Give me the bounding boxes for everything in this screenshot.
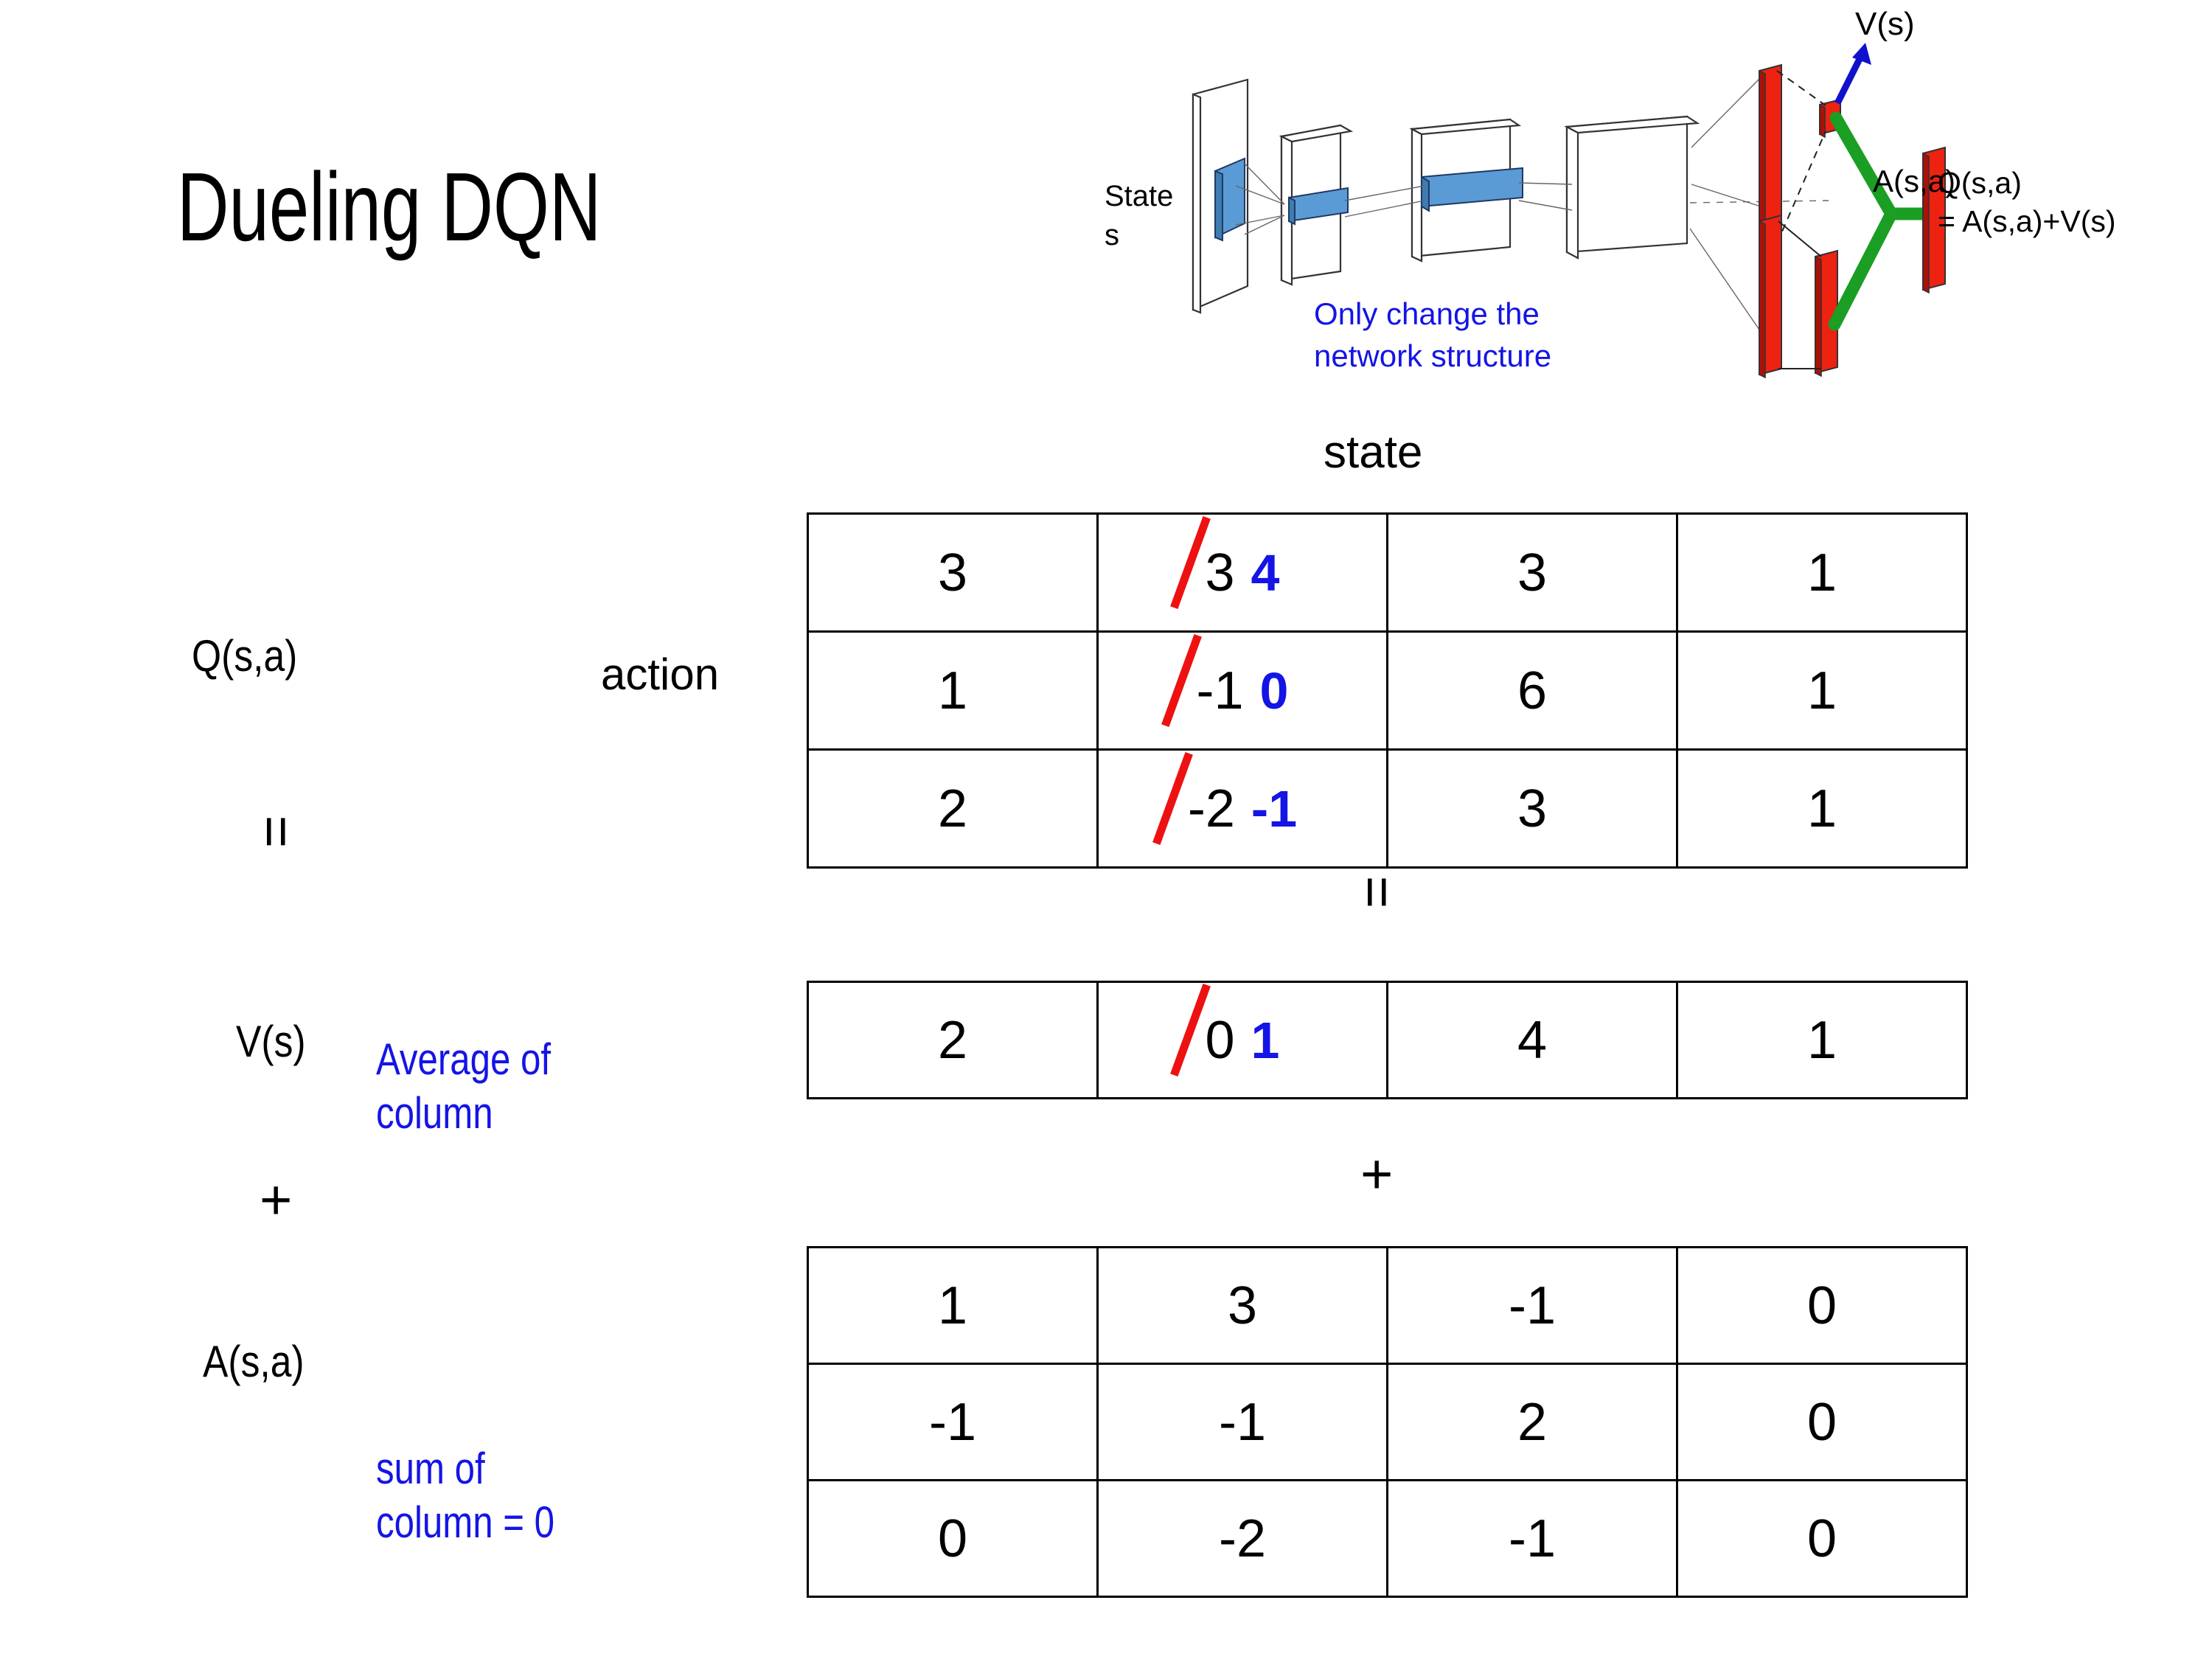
diagram-state-label: State s — [1105, 180, 1174, 251]
table-cell: 0 — [1676, 1479, 1968, 1598]
table-cell: 3 — [1386, 748, 1678, 869]
old-value: 0 — [1169, 983, 1235, 1077]
table-cell: -2 — [1096, 1479, 1388, 1598]
old-value: -1 — [1161, 633, 1244, 727]
new-value: 0 — [1259, 661, 1289, 720]
table-cell: 3 — [807, 512, 1099, 633]
table-cell: 0 — [807, 1479, 1099, 1598]
new-value: 1 — [1251, 1011, 1280, 1069]
dueling-network-diagram — [1091, 0, 2212, 413]
table-cell: -1 — [807, 1363, 1099, 1481]
table-cell: -1 — [1386, 1479, 1678, 1598]
table-cell: 4 — [1386, 981, 1678, 1099]
old-value: 3 — [1169, 515, 1235, 609]
strikethrough-mark — [1152, 751, 1193, 845]
table-cell: 2 — [807, 748, 1099, 869]
equals-operator-left: = — [245, 815, 308, 849]
diagram-asa-label: A(s,a) — [1873, 164, 1956, 198]
q-table-label: Q(s,a) — [192, 631, 298, 681]
table-cell: 3 — [1096, 1246, 1388, 1365]
old-value: -2 — [1152, 751, 1235, 845]
note-sum-of-column: sum of column = 0 — [376, 1444, 555, 1548]
action-axis-header: action — [601, 650, 720, 699]
note-average-of-column: Average of column — [376, 1034, 552, 1138]
strikethrough-mark — [1169, 983, 1211, 1077]
plus-operator-middle: + — [1360, 1143, 1394, 1206]
diagram-qsa-label: Q(s,a) = A(s,a)+V(s) — [1938, 166, 2116, 239]
table-cell: 2 — [1386, 1363, 1678, 1481]
v-table-label: V(s) — [236, 1017, 306, 1066]
table-cell-edited: -2 -1 — [1096, 748, 1388, 869]
diagram-note-only-change: Only change the network structure — [1314, 296, 1552, 373]
table-cell: 1 — [1676, 981, 1968, 1099]
table-cell: 1 — [1676, 748, 1968, 869]
table-cell: 2 — [807, 981, 1099, 1099]
diagram-vs-label: V(s) — [1855, 6, 1915, 42]
table-cell: -1 — [1386, 1246, 1678, 1365]
table-cell: -1 — [1096, 1363, 1388, 1481]
table-cell: 0 — [1676, 1246, 1968, 1365]
table-cell: 6 — [1386, 630, 1678, 751]
new-value: 4 — [1251, 543, 1280, 602]
state-axis-header: state — [1324, 427, 1423, 478]
strikethrough-mark — [1161, 633, 1202, 727]
table-cell: 3 — [1386, 512, 1678, 633]
table-cell: 0 — [1676, 1363, 1968, 1481]
table-cell: 1 — [1676, 512, 1968, 633]
a-table-label: A(s,a) — [203, 1337, 305, 1386]
table-cell: 1 — [1676, 630, 1968, 751]
strikethrough-mark — [1169, 515, 1211, 609]
plus-operator-left: + — [260, 1169, 293, 1231]
new-value: -1 — [1251, 779, 1298, 838]
page-title: Dueling DQN — [177, 153, 602, 261]
table-cell: 1 — [807, 1246, 1099, 1365]
table-cell: 1 — [807, 630, 1099, 751]
equals-operator-middle: = — [1346, 875, 1409, 909]
table-cell-edited: -1 0 — [1096, 630, 1388, 751]
